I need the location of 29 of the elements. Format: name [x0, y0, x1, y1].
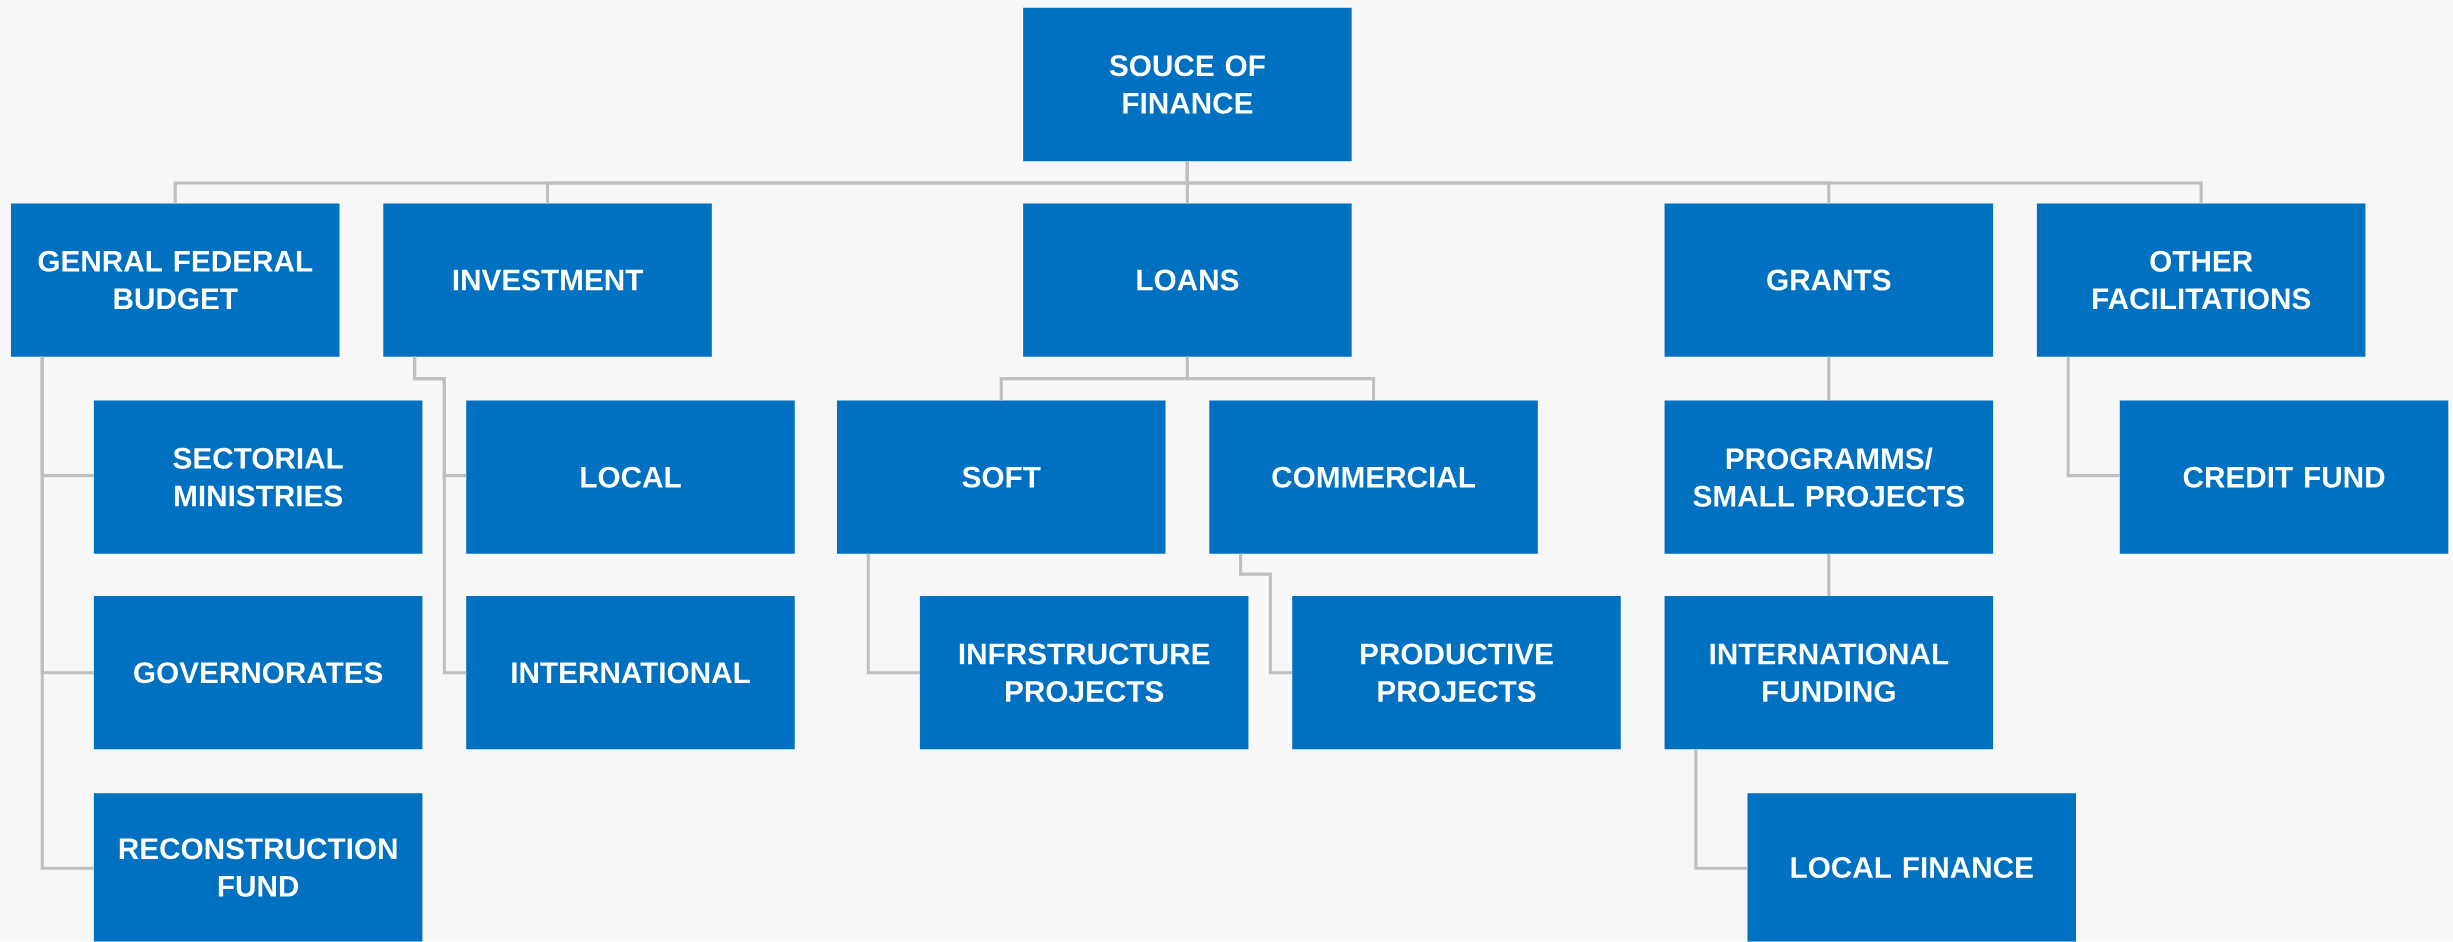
- org-box: SECTORIAL MINISTRIES: [93, 400, 423, 554]
- org-box: RECONSTRUCTION FUND: [93, 793, 423, 942]
- connector-line: [1239, 553, 1293, 675]
- connector-line: [1694, 749, 1748, 870]
- org-box: SOUCE OF FINANCE: [1023, 7, 1352, 162]
- org-box: LOCAL FINANCE: [1747, 793, 2076, 942]
- org-box: LOCAL: [466, 400, 795, 554]
- org-box: INFRSTRUCTURE PROJECTS: [919, 596, 1249, 750]
- org-box: INTERNATIONAL FUNDING: [1664, 596, 1994, 750]
- org-box: GENRAL FEDERAL BUDGET: [10, 203, 340, 357]
- connector-line: [1827, 356, 1831, 401]
- connector-line: [413, 356, 467, 675]
- org-box: SOFT: [837, 400, 1166, 554]
- connector-line: [1185, 161, 2203, 204]
- connector-line: [1185, 356, 1376, 401]
- org-box: COMMERCIAL: [1209, 400, 1538, 554]
- org-box: PROGRAMMS/ SMALL PROJECTS: [1664, 400, 1994, 554]
- org-box: GRANTS: [1664, 203, 1994, 357]
- org-box: INVESTMENT: [383, 203, 712, 357]
- org-box: CREDIT FUND: [2119, 400, 2449, 554]
- connector-line: [40, 356, 94, 870]
- connector-line: [1827, 553, 1831, 597]
- org-box: OTHER FACILITATIONS: [2036, 203, 2366, 357]
- org-box: INTERNATIONAL: [466, 596, 795, 750]
- connector-line: [866, 553, 920, 675]
- org-box: LOANS: [1023, 203, 1352, 357]
- connector-line: [2066, 356, 2120, 478]
- org-box: GOVERNORATES: [93, 596, 423, 750]
- org-box: PRODUCTIVE PROJECTS: [1292, 596, 1621, 750]
